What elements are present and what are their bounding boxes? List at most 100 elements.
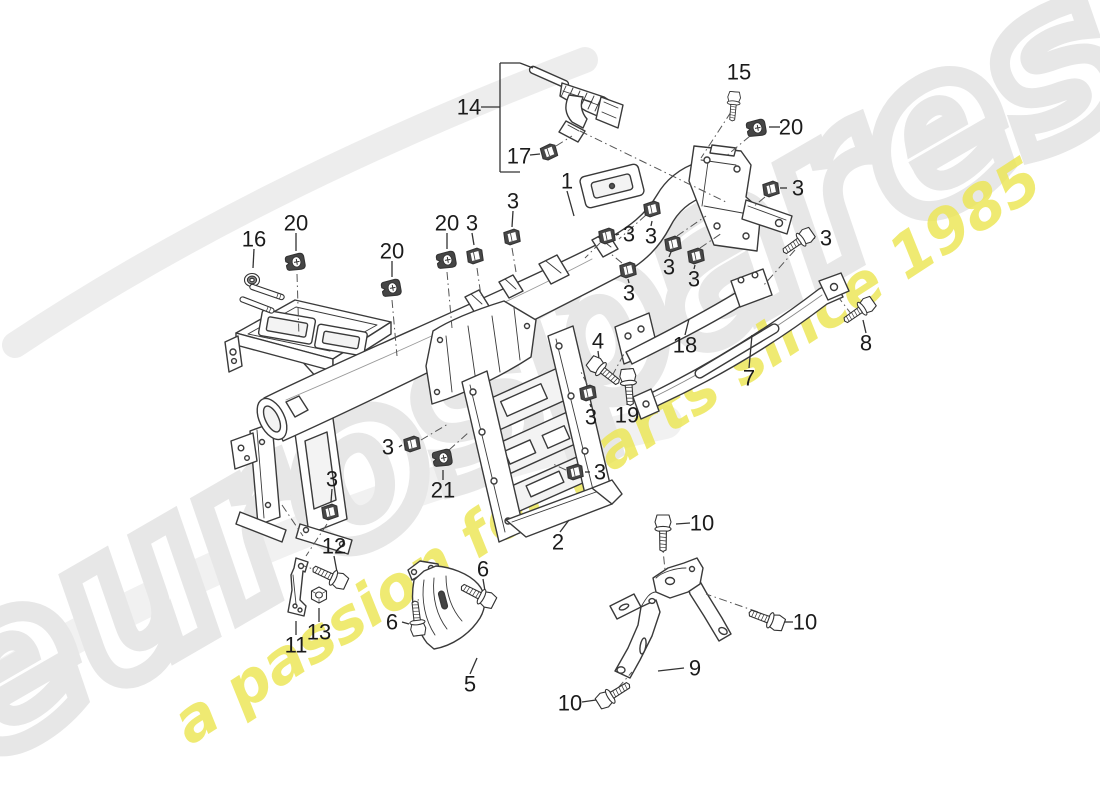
assembly-dash-line-10 — [617, 671, 633, 689]
assembly-dash-line-3 — [420, 423, 449, 441]
brace-7 — [632, 272, 850, 420]
leader-line-16 — [252, 248, 255, 269]
leader-line-3 — [650, 220, 653, 227]
leader-line-3 — [615, 233, 620, 236]
assembly-dash-line-3 — [584, 242, 601, 259]
part-label-3: 3 — [623, 281, 635, 306]
leader-line-12 — [333, 555, 338, 573]
leader-line-7 — [748, 334, 753, 369]
clip-part — [539, 142, 559, 162]
assembly-dash-line-8 — [838, 297, 853, 316]
frame-drawing — [224, 65, 850, 679]
assembly-dash-line-14 — [579, 130, 729, 204]
part-label-10: 10 — [558, 691, 582, 716]
part-label-3: 3 — [594, 460, 606, 485]
assembly-dash-line-20 — [724, 135, 751, 158]
part-label-10: 10 — [690, 511, 714, 536]
part-label-4: 4 — [592, 329, 604, 354]
part-label-17: 17 — [507, 144, 531, 169]
assembly-dash-line-3 — [476, 267, 482, 297]
nut-part — [310, 586, 328, 604]
assembly-dash-line-3 — [618, 214, 647, 240]
part-label-3: 3 — [507, 189, 519, 214]
watermark-swoosh-top — [2, 47, 598, 358]
part-label-2: 2 — [552, 530, 564, 555]
center-gusset — [425, 300, 537, 405]
leader-line-6 — [401, 621, 410, 625]
leader-line-17 — [529, 153, 541, 156]
leader-line-9 — [657, 667, 685, 672]
part-label-14: 14 — [457, 95, 481, 120]
part-label-12: 12 — [322, 534, 346, 559]
leader-line-3 — [330, 488, 333, 503]
part-label-3: 3 — [688, 267, 700, 292]
leader-line-3 — [471, 232, 475, 246]
part-label-21: 21 — [431, 478, 455, 503]
leader-line-1 — [566, 190, 575, 217]
leader-line-14 — [481, 62, 534, 173]
assembly-dash-line-4 — [611, 351, 626, 377]
part-label-3: 3 — [663, 255, 675, 280]
part-label-3: 3 — [623, 222, 635, 247]
part-label-3: 3 — [792, 176, 804, 201]
part-label-8: 8 — [860, 331, 872, 356]
assembly-dash-line-17 — [555, 135, 573, 147]
assembly-dash-line-15 — [700, 111, 732, 159]
assembly-dash-line-20 — [391, 299, 398, 357]
pin-part — [248, 283, 286, 301]
part-label-3: 3 — [820, 226, 832, 251]
leader-line-3 — [668, 251, 672, 258]
leader-line-2 — [559, 519, 570, 533]
assembly-dash-line-21 — [448, 432, 469, 451]
part-label-19: 19 — [615, 403, 639, 428]
part-label-7: 7 — [743, 366, 755, 391]
part-label-15: 15 — [727, 60, 751, 85]
part-label-11: 11 — [285, 633, 308, 658]
leader-line-8 — [862, 319, 867, 334]
part-label-6: 6 — [477, 557, 489, 582]
assembly-dash-line-20 — [296, 273, 300, 339]
bolt-part — [654, 514, 672, 553]
part-label-9: 9 — [689, 656, 701, 681]
assembly-dash-line-3 — [610, 253, 623, 264]
leader-line-18 — [684, 318, 690, 336]
part-label-20: 20 — [284, 211, 308, 236]
part-label-3: 3 — [466, 211, 478, 236]
strap-18 — [614, 268, 773, 365]
leader-line-3 — [589, 403, 592, 408]
leader-line-5 — [469, 657, 478, 675]
handle-14 — [528, 65, 624, 143]
assembly-dash-line-10 — [705, 593, 759, 613]
assembly-dash-line-3 — [281, 504, 328, 557]
support-frame-2 — [461, 325, 623, 543]
assembly-dash-line-3 — [762, 249, 796, 287]
assembly-dash-line-3 — [552, 463, 567, 471]
part-label-13: 13 — [307, 620, 331, 645]
part-label-3: 3 — [326, 467, 338, 492]
callout-leaders — [252, 62, 867, 703]
bracket-9 — [609, 557, 732, 679]
part-label-5: 5 — [464, 672, 476, 697]
bolt-part — [593, 677, 635, 712]
part-label-20: 20 — [779, 115, 803, 140]
leader-line-3 — [511, 210, 514, 228]
assembly-dash-line-3 — [699, 232, 723, 249]
part-label-18: 18 — [673, 333, 697, 358]
part-label-10: 10 — [793, 610, 817, 635]
grommet-part — [284, 252, 307, 273]
assembly-dash-line-3 — [752, 196, 766, 208]
grommet-part — [380, 278, 403, 299]
part-label-20: 20 — [380, 239, 404, 264]
part-label-3: 3 — [382, 435, 394, 460]
leader-line-3 — [627, 278, 630, 284]
part-label-3: 3 — [585, 405, 597, 430]
pin-part — [238, 295, 276, 315]
assembly-dash-line-3 — [580, 371, 588, 385]
part-label-6: 6 — [386, 610, 398, 635]
bolt-part — [745, 604, 787, 634]
assembly-dash-line-3 — [511, 247, 517, 273]
part-label-20: 20 — [435, 211, 459, 236]
